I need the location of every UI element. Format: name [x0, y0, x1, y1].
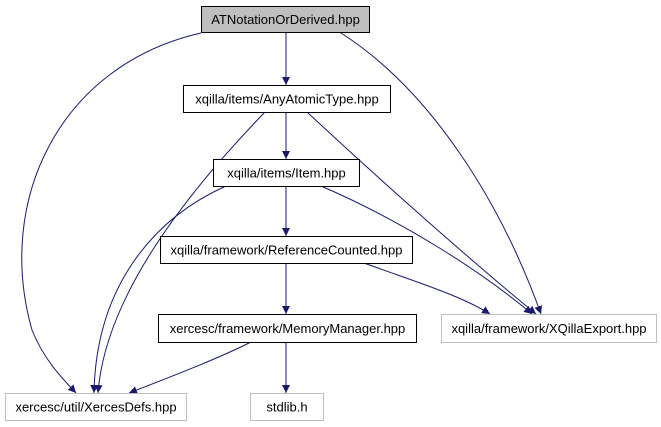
node-referencecounted-box: [160, 236, 413, 264]
node-item-box: [213, 159, 360, 187]
edge-item-to-xercesdefs: [90, 185, 227, 394]
node-item-label: xqilla/items/Item.hpp: [227, 166, 346, 181]
node-anyatomictype-box: [183, 85, 391, 113]
edge-root-to-xqillaexport: [340, 32, 543, 315]
node-referencecounted-label: xqilla/framework/ReferenceCounted.hpp: [171, 243, 403, 258]
node-xqillaexport-label: xqilla/framework/XQillaExport.hpp: [451, 321, 646, 336]
node-referencecounted[interactable]: xqilla/framework/ReferenceCounted.hpp: [160, 236, 413, 264]
node-memorymanager-label: xercesc/framework/MemoryManager.hpp: [170, 321, 406, 336]
node-anyatomictype[interactable]: xqilla/items/AnyAtomicType.hpp: [183, 85, 391, 113]
node-memorymanager[interactable]: xercesc/framework/MemoryManager.hpp: [158, 314, 417, 343]
node-stdlib: stdlib.h: [250, 393, 324, 421]
node-xqillaexport-box: [441, 314, 657, 343]
node-item[interactable]: xqilla/items/Item.hpp: [213, 159, 360, 187]
node-atnotationorderived-label: ATNotationOrDerived.hpp: [211, 12, 360, 27]
node-xercesdefs-label: xercesc/util/XercesDefs.hpp: [15, 400, 176, 415]
edge-memmgr-to-xercesdefs: [128, 341, 252, 394]
edge-anyatomic-to-xercesdefs: [94, 111, 266, 394]
edge-root-to-xercesdefs: [21, 32, 202, 394]
node-xqillaexport: xqilla/framework/XQillaExport.hpp: [441, 314, 657, 343]
edge-item-to-xqillaexport: [320, 185, 533, 315]
node-anyatomictype-label: xqilla/items/AnyAtomicType.hpp: [195, 92, 379, 107]
node-memorymanager-box: [158, 314, 417, 343]
nodes-layer: ATNotationOrDerived.hpp xqilla/items/AnyA…: [5, 6, 657, 421]
node-atnotationorderived[interactable]: ATNotationOrDerived.hpp: [201, 6, 370, 33]
edge-anyatomic-to-xqillaexport: [306, 111, 537, 315]
node-xercesdefs: xercesc/util/XercesDefs.hpp: [5, 393, 187, 421]
edges-layer: [21, 32, 543, 394]
node-atnotationorderived-box: [201, 6, 370, 33]
edge-refcounted-to-xqillaexport: [363, 262, 491, 315]
node-stdlib-box: [250, 393, 324, 421]
node-stdlib-label: stdlib.h: [266, 400, 307, 415]
node-xercesdefs-box: [5, 393, 187, 421]
